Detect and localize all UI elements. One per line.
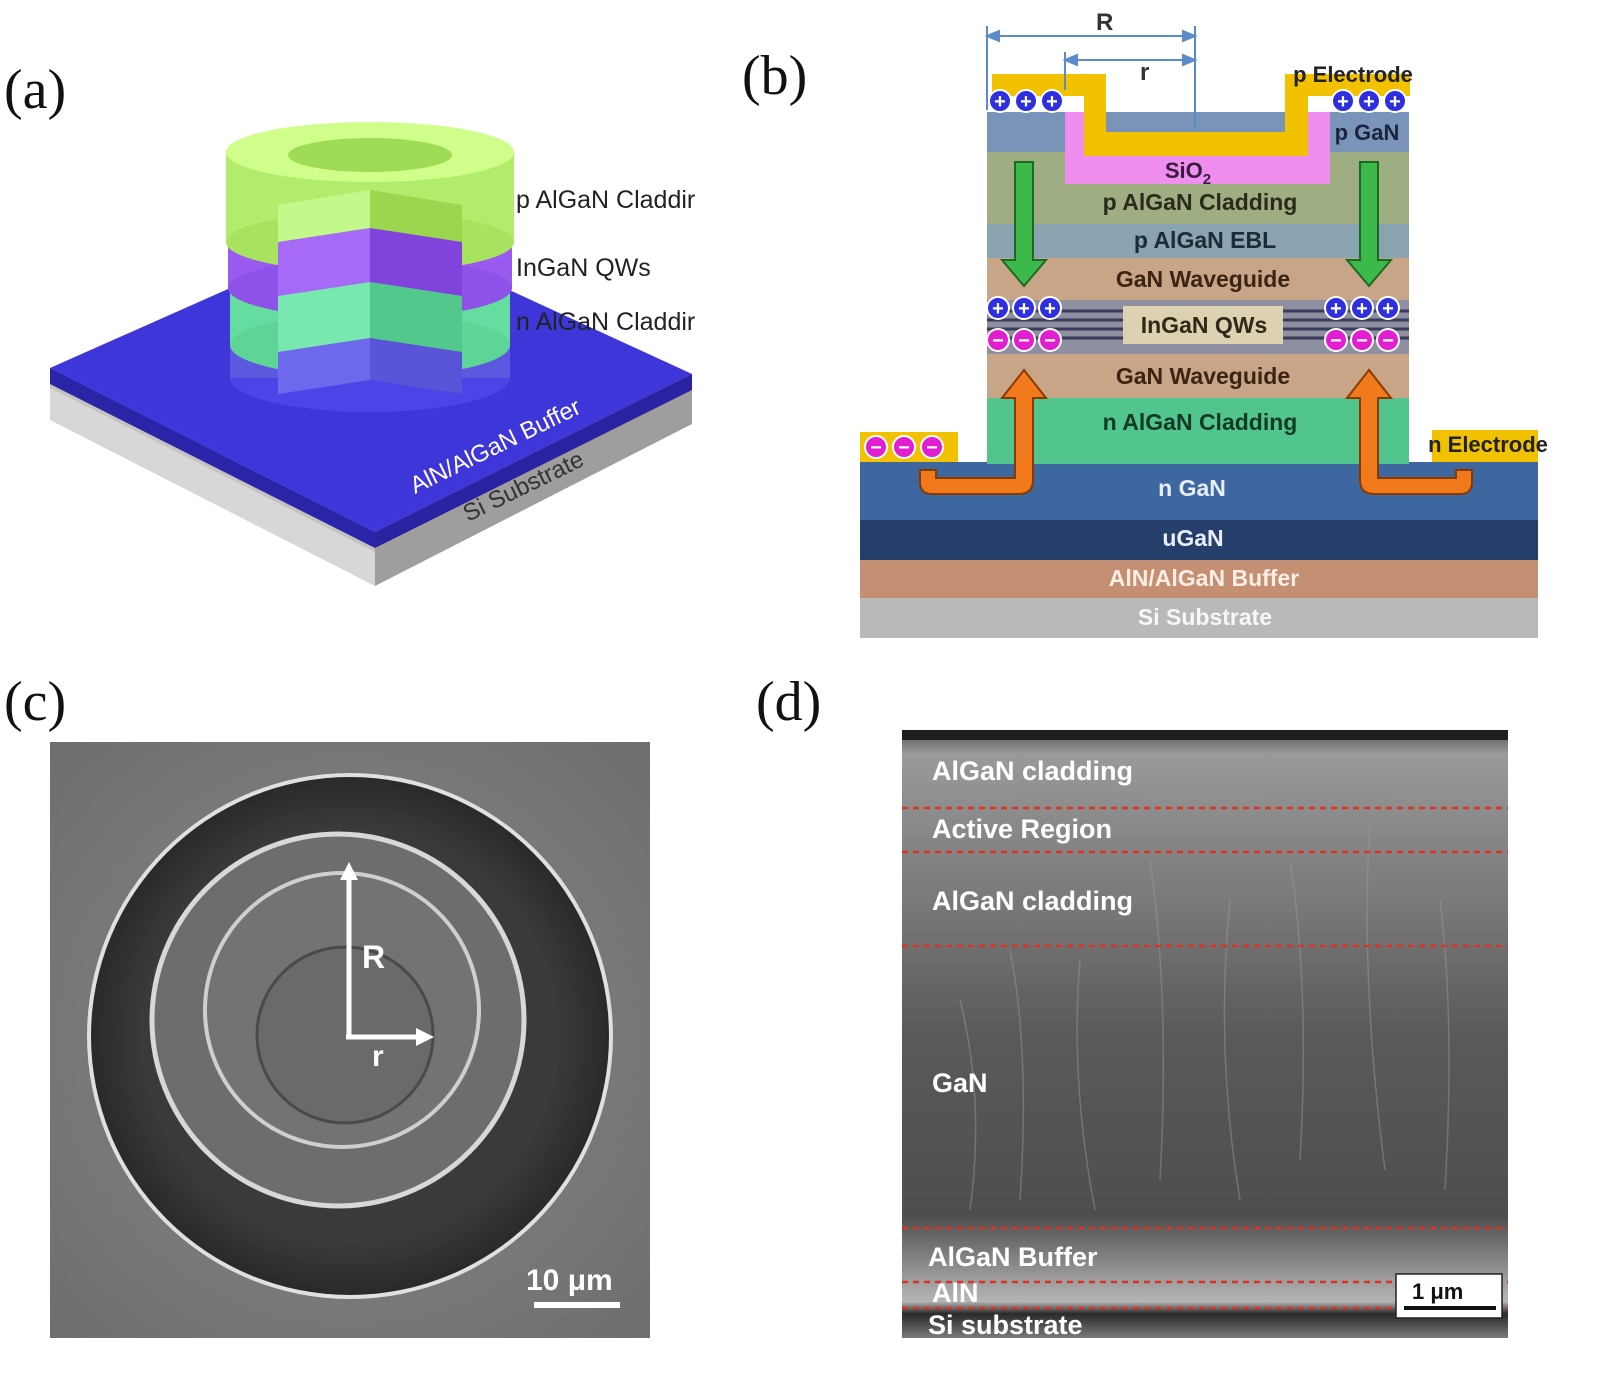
- dislocation-lines: [960, 820, 1449, 1210]
- electron-sign: −: [1382, 330, 1394, 352]
- electron-sign: −: [898, 437, 910, 459]
- tem-label-aln: AlN: [932, 1278, 979, 1308]
- electron-sign: −: [992, 330, 1004, 352]
- tem-layer-labels: AlGaN cladding Active Region AlGaN cladd…: [928, 756, 1133, 1340]
- electron-sign: −: [1044, 330, 1056, 352]
- layer-boundaries: [902, 808, 1508, 1308]
- n-electrode-label: n Electrode: [1428, 432, 1548, 457]
- hole-sign: +: [1330, 298, 1342, 320]
- electron-sign: −: [1018, 330, 1030, 352]
- tem-scale-bar: [1404, 1306, 1496, 1310]
- tem-scale-box: [1396, 1274, 1502, 1318]
- sem-background: [50, 742, 650, 1338]
- radius-R-arrowhead: [340, 862, 358, 880]
- tem-label-top-cladding: AlGaN cladding: [932, 756, 1133, 786]
- etched-trench: [91, 777, 609, 1295]
- p-cladding-label: p AlGaN Cladding: [1103, 189, 1298, 215]
- tem-scale-label: 1 μm: [1412, 1279, 1463, 1304]
- center-disk: [257, 947, 433, 1123]
- substrate-label: Si Substrate: [1138, 604, 1272, 630]
- sem-label-R: R: [362, 939, 385, 975]
- ebl-label: p AlGaN EBL: [1134, 227, 1276, 253]
- hole-sign: +: [1389, 91, 1401, 113]
- electron-sign: −: [1356, 330, 1368, 352]
- hole-sign: +: [1382, 298, 1394, 320]
- sem-scale-bar: [534, 1302, 620, 1308]
- waveguide-bottom-label: GaN Waveguide: [1116, 363, 1290, 389]
- n-gan-label: n GaN: [1158, 475, 1226, 501]
- panel-d-letter: (d): [756, 670, 821, 734]
- tem-label-substrate: Si substrate: [928, 1310, 1083, 1340]
- panel-c-letter: (c): [4, 670, 66, 734]
- tem-label-active: Active Region: [932, 814, 1112, 844]
- dim-r-label: r: [1140, 59, 1149, 86]
- hole-sign: +: [1363, 91, 1375, 113]
- trench-outer-edge: [87, 773, 613, 1299]
- panel-b-cross-section: R r: [0, 0, 1600, 660]
- electron-sign: −: [870, 437, 882, 459]
- hole-sign: +: [1356, 298, 1368, 320]
- p-gan-label: p GaN: [1335, 120, 1400, 145]
- buffer-label: AlN/AlGaN Buffer: [1109, 565, 1299, 591]
- tem-label-cladding: AlGaN cladding: [932, 886, 1133, 916]
- hole-sign: +: [1020, 91, 1032, 113]
- hole-sign: +: [1018, 298, 1030, 320]
- tem-label-buffer: AlGaN Buffer: [928, 1242, 1098, 1272]
- p-electrode-label: p Electrode: [1293, 62, 1413, 87]
- tem-label-gan: GaN: [932, 1068, 988, 1098]
- hole-sign: +: [1044, 298, 1056, 320]
- hole-sign: +: [1046, 91, 1058, 113]
- qws-label: InGaN QWs: [1141, 312, 1268, 338]
- mesa-inner-ring: [205, 873, 479, 1147]
- sem-scale-label: 10 μm: [526, 1264, 613, 1297]
- ugan-label: uGaN: [1162, 525, 1223, 551]
- mesa-outer-ring: [152, 834, 524, 1206]
- hole-sign: +: [992, 298, 1004, 320]
- waveguide-top-label: GaN Waveguide: [1116, 266, 1290, 292]
- n-cladding-label: n AlGaN Cladding: [1103, 409, 1298, 435]
- tem-top-edge: [902, 730, 1508, 740]
- hole-sign: +: [1337, 91, 1349, 113]
- hole-sign: +: [994, 91, 1006, 113]
- dim-R-label: R: [1096, 9, 1113, 36]
- tem-background: [902, 730, 1508, 1338]
- radius-r-arrowhead: [416, 1028, 434, 1046]
- sem-label-r: r: [372, 1040, 384, 1073]
- electron-sign: −: [1330, 330, 1342, 352]
- electron-sign: −: [926, 437, 938, 459]
